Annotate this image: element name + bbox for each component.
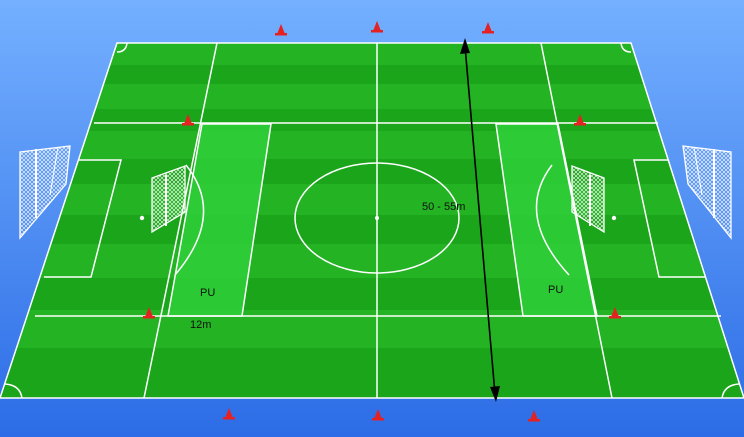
left-penalty-spot (140, 216, 144, 220)
width-label: 50 - 55m (422, 201, 465, 213)
right-zone-label: PU (548, 284, 563, 296)
distance-label: 12m (190, 319, 211, 331)
right-penalty-spot (612, 216, 616, 220)
center-spot (375, 216, 379, 220)
left-zone-label: PU (200, 287, 215, 299)
grass-stripes (0, 43, 744, 398)
